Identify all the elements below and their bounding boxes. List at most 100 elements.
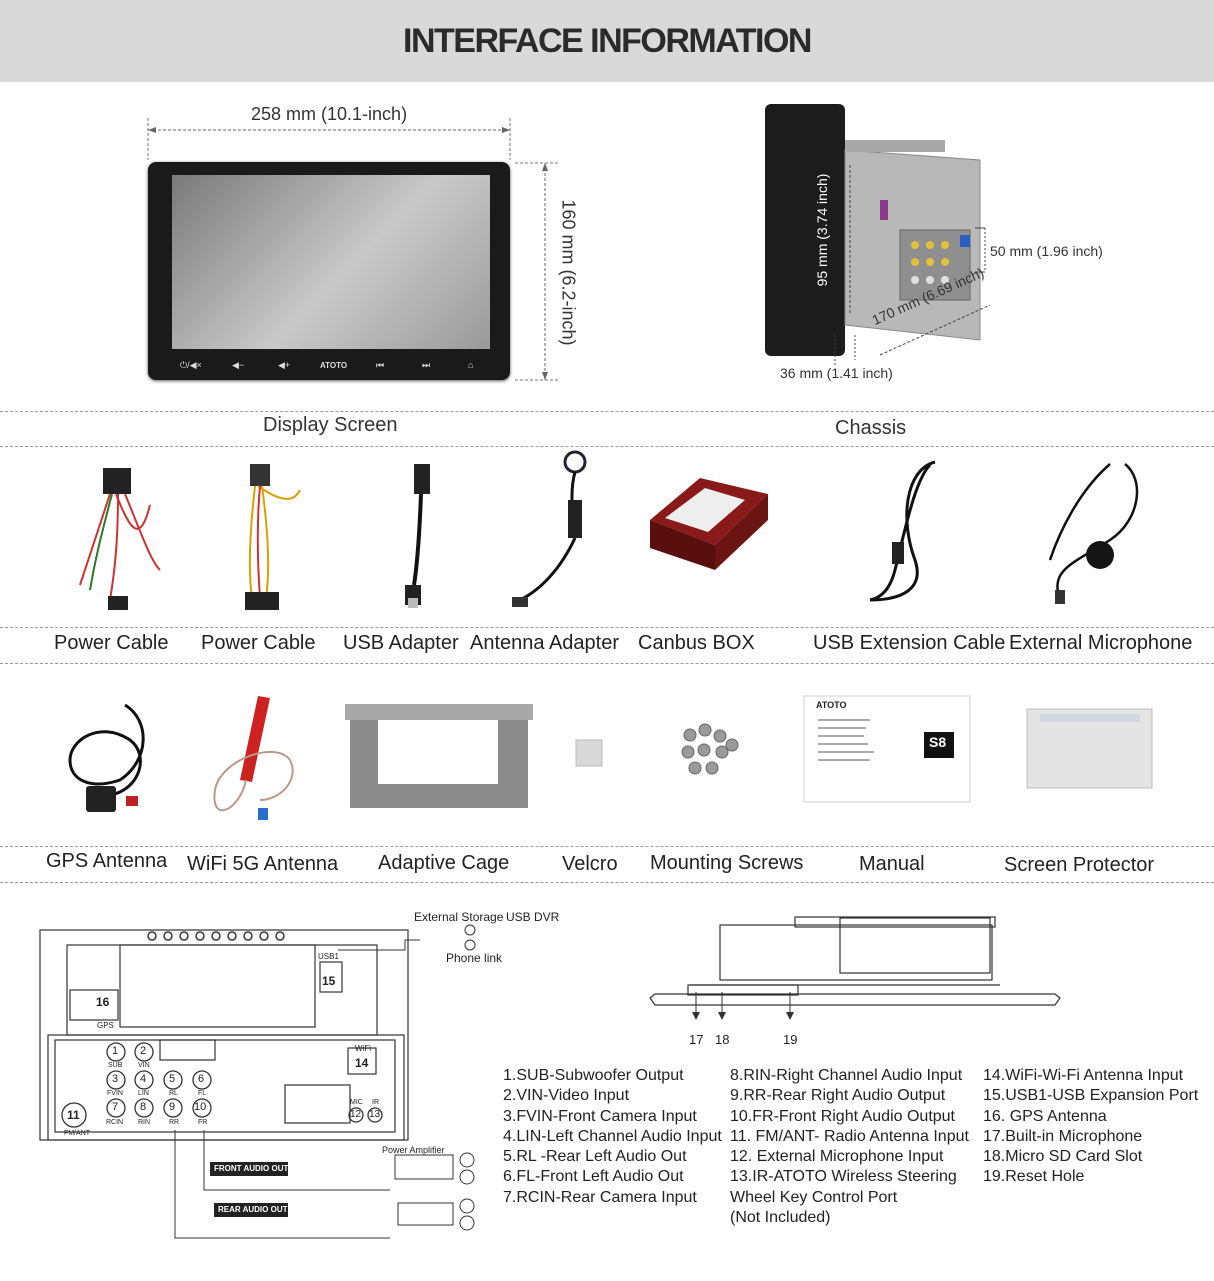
next-track-icon: ⏭ — [422, 360, 431, 370]
rca-port-7: 7 — [112, 1101, 119, 1113]
gps-antenna-image — [68, 703, 145, 812]
port-11-label: 11 — [67, 1108, 80, 1122]
port-13-label: 13 — [369, 1109, 381, 1120]
accessory-caption-usb-adapter: USB Adapter — [343, 632, 459, 654]
manual-model: S8 — [929, 734, 947, 750]
display-width-label: 258 mm (10.1-inch) — [251, 104, 408, 124]
power-amplifier-label: Power Amplifier — [382, 1145, 445, 1155]
volume-up-icon: ◀+ — [278, 360, 291, 370]
rca-name-rr: RR — [169, 1119, 180, 1126]
legend-item: 9.RR-Rear Right Audio Output — [730, 1087, 946, 1105]
rca-name-lin: LIN — [138, 1090, 149, 1097]
legend-item: 1.SUB-Subwoofer Output — [503, 1067, 684, 1084]
usb1-label: USB1 — [318, 952, 339, 961]
legend-item: 17.Built-in Microphone — [983, 1127, 1143, 1145]
fm-ant-label: FM/ANT — [64, 1130, 91, 1137]
legend-item: 15.USB1-USB Expansion Port — [983, 1087, 1199, 1105]
rca-port-2: 2 — [140, 1045, 147, 1057]
previous-track-icon: ⏮ — [376, 360, 385, 370]
chassis-width-50-label: 50 mm (1.96 inch) — [990, 243, 1103, 259]
canbus-box-image — [650, 478, 768, 570]
port-15-label: 15 — [322, 974, 336, 988]
phone-link-label: Phone link — [446, 951, 503, 965]
legend-item: 8.RIN-Right Channel Audio Input — [730, 1067, 963, 1084]
rca-port-10: 10 — [194, 1101, 207, 1113]
rca-name-fr: FR — [198, 1119, 208, 1126]
usb-dvr-label: USB DVR — [506, 910, 560, 924]
adaptive-cage-image — [345, 704, 533, 808]
mic-label: MIC — [350, 1099, 363, 1106]
power-cable-1-image — [79, 468, 161, 610]
antenna-adapter-image — [512, 450, 587, 607]
accessory-caption-external-microphone: External Microphone — [1009, 632, 1193, 654]
wifi-label: WiFi — [355, 1044, 371, 1053]
accessory-caption-power-cable-1: Power Cable — [54, 632, 169, 654]
side-label-18: 18 — [715, 1032, 730, 1047]
legend-item: 5.RL -Rear Left Audio Out — [503, 1148, 687, 1166]
port-16-label: 16 — [96, 995, 110, 1009]
legend-item: 3.FVIN-Front Camera Input — [503, 1107, 697, 1125]
accessory-caption-wifi-antenna: WiFi 5G Antenna — [187, 853, 339, 875]
separator — [0, 846, 1214, 847]
legend-column-3: 14.WiFi-Wi-Fi Antenna Input 15.USB1-USB … — [983, 1066, 1198, 1188]
home-icon: ⌂ — [468, 360, 474, 370]
rca-port-5: 5 — [169, 1073, 176, 1085]
rca-name-fl: FL — [198, 1090, 207, 1097]
separator — [0, 411, 1214, 412]
wifi-antenna-image — [213, 696, 294, 820]
rca-name-rin: RIN — [138, 1119, 151, 1126]
side-label-19: 19 — [783, 1032, 798, 1047]
accessory-caption-velcro: Velcro — [562, 853, 618, 875]
legend-item: 16. GPS Antenna — [983, 1107, 1107, 1125]
port-14-label: 14 — [355, 1056, 369, 1070]
legend-item: 14.WiFi-Wi-Fi Antenna Input — [983, 1067, 1184, 1084]
separator — [0, 663, 1214, 664]
usb-extension-cable-image — [869, 460, 936, 602]
separator — [0, 882, 1214, 883]
display-screen — [172, 175, 490, 349]
display-brand: ATOTO — [320, 361, 348, 370]
legend-item: 2.VIN-Video Input — [503, 1087, 630, 1105]
external-storage-label: External Storage — [414, 910, 504, 924]
legend-item: 19.Reset Hole — [983, 1168, 1085, 1186]
rca-port-9: 9 — [169, 1101, 176, 1113]
accessory-caption-canbus-box: Canbus BOX — [638, 632, 755, 654]
accessory-caption-antenna-adapter: Antenna Adapter — [470, 632, 620, 654]
manual-image — [803, 695, 971, 803]
legend-item: Wheel Key Control Port — [730, 1188, 898, 1206]
legend-item: 6.FL-Front Left Audio Out — [503, 1168, 684, 1186]
rca-port-8: 8 — [140, 1101, 147, 1113]
accessory-caption-usb-extension-cable: USB Extension Cable — [813, 632, 1006, 654]
accessory-caption-adaptive-cage: Adaptive Cage — [378, 852, 510, 874]
separator — [0, 627, 1214, 628]
legend-item: 10.FR-Front Right Audio Output — [730, 1107, 955, 1125]
legend-item: 11. FM/ANT- Radio Antenna Input — [730, 1127, 969, 1145]
rca-name-sub: SUB — [108, 1062, 123, 1069]
rca-port-4: 4 — [140, 1073, 147, 1085]
port-12-label: 12 — [350, 1109, 362, 1120]
chassis-caption: Chassis — [835, 417, 907, 439]
legend-column-1: 1.SUB-Subwoofer Output 2.VIN-Video Input… — [503, 1066, 722, 1208]
volume-down-icon: ◀− — [232, 360, 245, 370]
chassis-width-36-label: 36 mm (1.41 inch) — [780, 365, 893, 381]
mounting-screws-image — [681, 723, 739, 775]
gps-label: GPS — [97, 1021, 114, 1030]
accessory-caption-manual: Manual — [859, 853, 925, 875]
ir-label: IR — [372, 1099, 379, 1106]
page-title: INTERFACE INFORMATION — [403, 22, 812, 60]
external-microphone-image — [1048, 463, 1139, 604]
front-audio-out-label: FRONT AUDIO OUT — [214, 1164, 289, 1173]
rear-audio-out-label: REAR AUDIO OUT — [218, 1205, 288, 1214]
accessory-caption-power-cable-2: Power Cable — [201, 632, 316, 654]
power-cable-2-image — [245, 464, 301, 610]
screen-protector-image — [1026, 708, 1153, 789]
rca-name-fvin: FVIN — [107, 1090, 123, 1097]
legend-item: (Not Included) — [730, 1209, 831, 1227]
separator — [0, 446, 1214, 447]
display-screen-caption: Display Screen — [263, 414, 398, 436]
